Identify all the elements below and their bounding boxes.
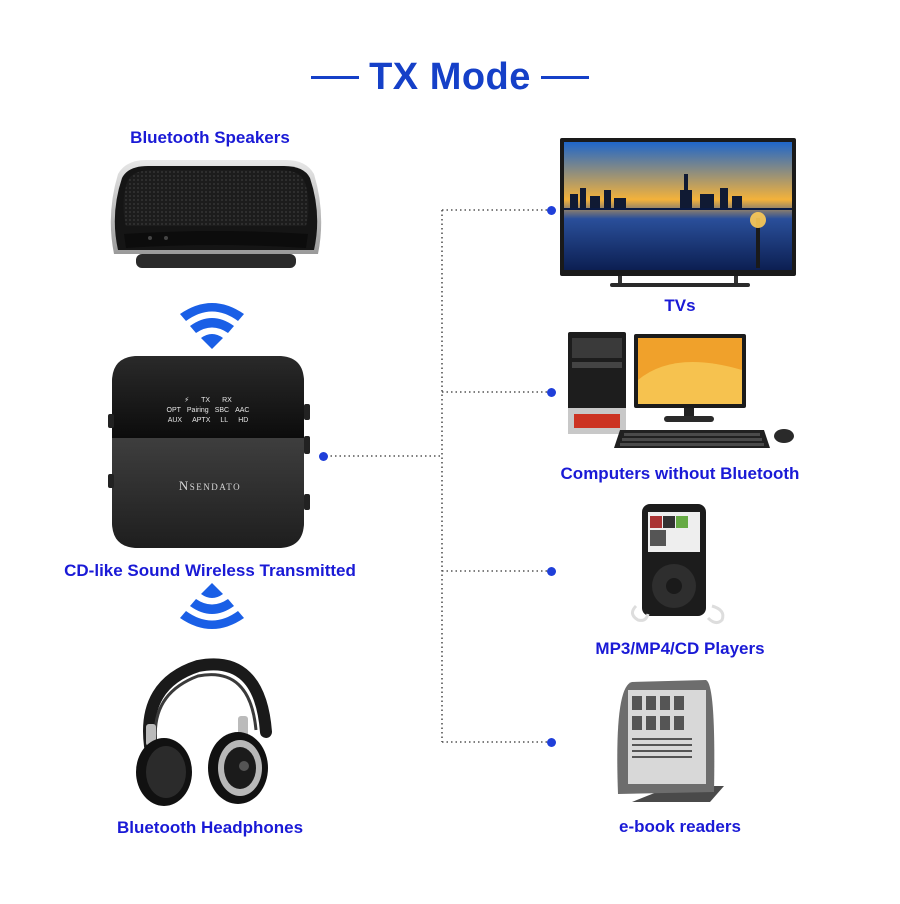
page-title: TX Mode (369, 55, 531, 98)
device-screen: ⚡ TX RX OPT Pairing SBC AAC AUX APTX LL … (148, 396, 268, 426)
label-wireless-transmitted: CD-like Sound Wireless Transmitted (64, 561, 356, 580)
screen-aac-label: AAC (235, 407, 250, 414)
title-right-rule (540, 75, 589, 79)
screen-aptx-label: APTX (192, 417, 211, 424)
screen-opt-label: OPT (166, 407, 181, 414)
computer-image (564, 330, 800, 458)
label-tvs: TVs (664, 296, 696, 315)
screen-rx-label: RX (222, 397, 232, 404)
screen-sbc-label: SBC (214, 407, 230, 414)
connector-dot-player (547, 567, 556, 576)
label-ereaders: e-book readers (619, 817, 741, 836)
connector-dot-computer (547, 388, 556, 397)
label-bluetooth-headphones: Bluetooth Headphones (116, 818, 304, 837)
wireless-signal-icon-lower (176, 583, 248, 634)
screen-power-icon: ⚡ (184, 397, 190, 404)
transmitter-device: ⚡ TX RX OPT Pairing SBC AAC AUX APTX LL … (108, 354, 312, 550)
label-players: MP3/MP4/CD Players (595, 639, 765, 658)
mp3-player-image (626, 502, 736, 626)
screen-hd-label: HD (238, 417, 249, 424)
bluetooth-speaker-image (96, 154, 336, 274)
title-bar: TX Mode (0, 52, 900, 102)
screen-tx-label: TX (201, 397, 211, 404)
device-brand-logo: Nsendato (178, 478, 242, 493)
screen-pairing-label: Pairing (186, 407, 209, 414)
connector-dot-tv (547, 206, 556, 215)
label-computers: Computers without Bluetooth (560, 464, 800, 483)
tv-image (560, 138, 796, 288)
connector-dot-device (319, 452, 328, 461)
bluetooth-headphones-image (128, 654, 278, 814)
wireless-signal-icon (176, 296, 248, 350)
label-bluetooth-speakers: Bluetooth Speakers (130, 128, 290, 147)
screen-aux-label: AUX (167, 417, 183, 424)
screen-ll-label: LL (220, 417, 229, 424)
title-left-rule (311, 75, 360, 79)
ereader-image (602, 676, 730, 808)
connector-dot-ereader (547, 738, 556, 747)
